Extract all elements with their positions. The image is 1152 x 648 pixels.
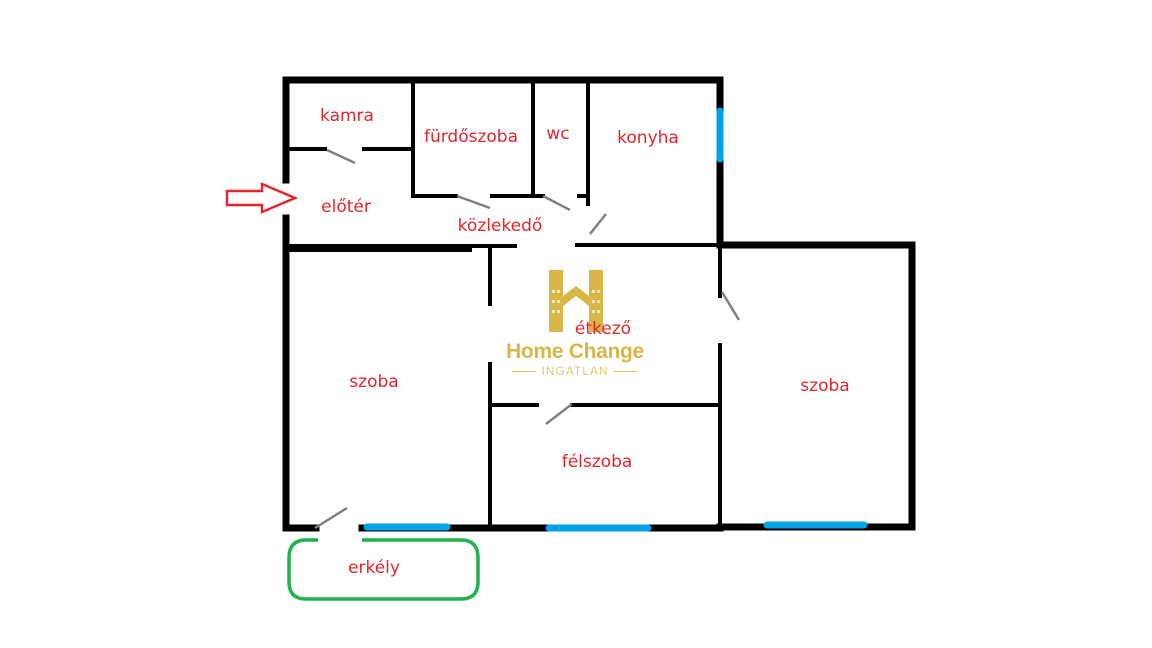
entry-arrow-icon [225, 182, 299, 214]
door-kamra[interactable] [326, 148, 356, 165]
doors [314, 148, 741, 530]
logo-name: Home Change [506, 340, 644, 363]
door-wc[interactable] [542, 194, 571, 212]
label-corridor: közlekedő [457, 216, 543, 236]
door-right-room[interactable] [720, 291, 741, 321]
logo-subtitle: INGATLAN [541, 364, 609, 378]
label-kamra: kamra [320, 106, 374, 126]
label-wc: wc [546, 124, 570, 144]
door-half-room[interactable] [545, 403, 573, 425]
door-kitchen[interactable] [589, 213, 607, 235]
label-kitchen: konyha [617, 128, 679, 148]
windows [363, 107, 868, 532]
door-balcony[interactable] [314, 506, 348, 530]
label-dining: étkező [574, 319, 632, 339]
door-bathroom[interactable] [456, 194, 491, 210]
logo: Home Change INGATLAN [505, 268, 645, 378]
label-balcony: erkély [348, 558, 400, 578]
label-half-room: félszoba [561, 452, 633, 472]
label-hall: előtér [321, 197, 371, 217]
label-bathroom: fürdőszoba [423, 127, 519, 147]
balcony-outline [287, 538, 480, 601]
label-room-right: szoba [800, 376, 850, 396]
walls [282, 76, 916, 532]
logo-icon [549, 270, 603, 332]
label-room-left: szoba [349, 372, 399, 392]
inner-walls [286, 80, 722, 528]
